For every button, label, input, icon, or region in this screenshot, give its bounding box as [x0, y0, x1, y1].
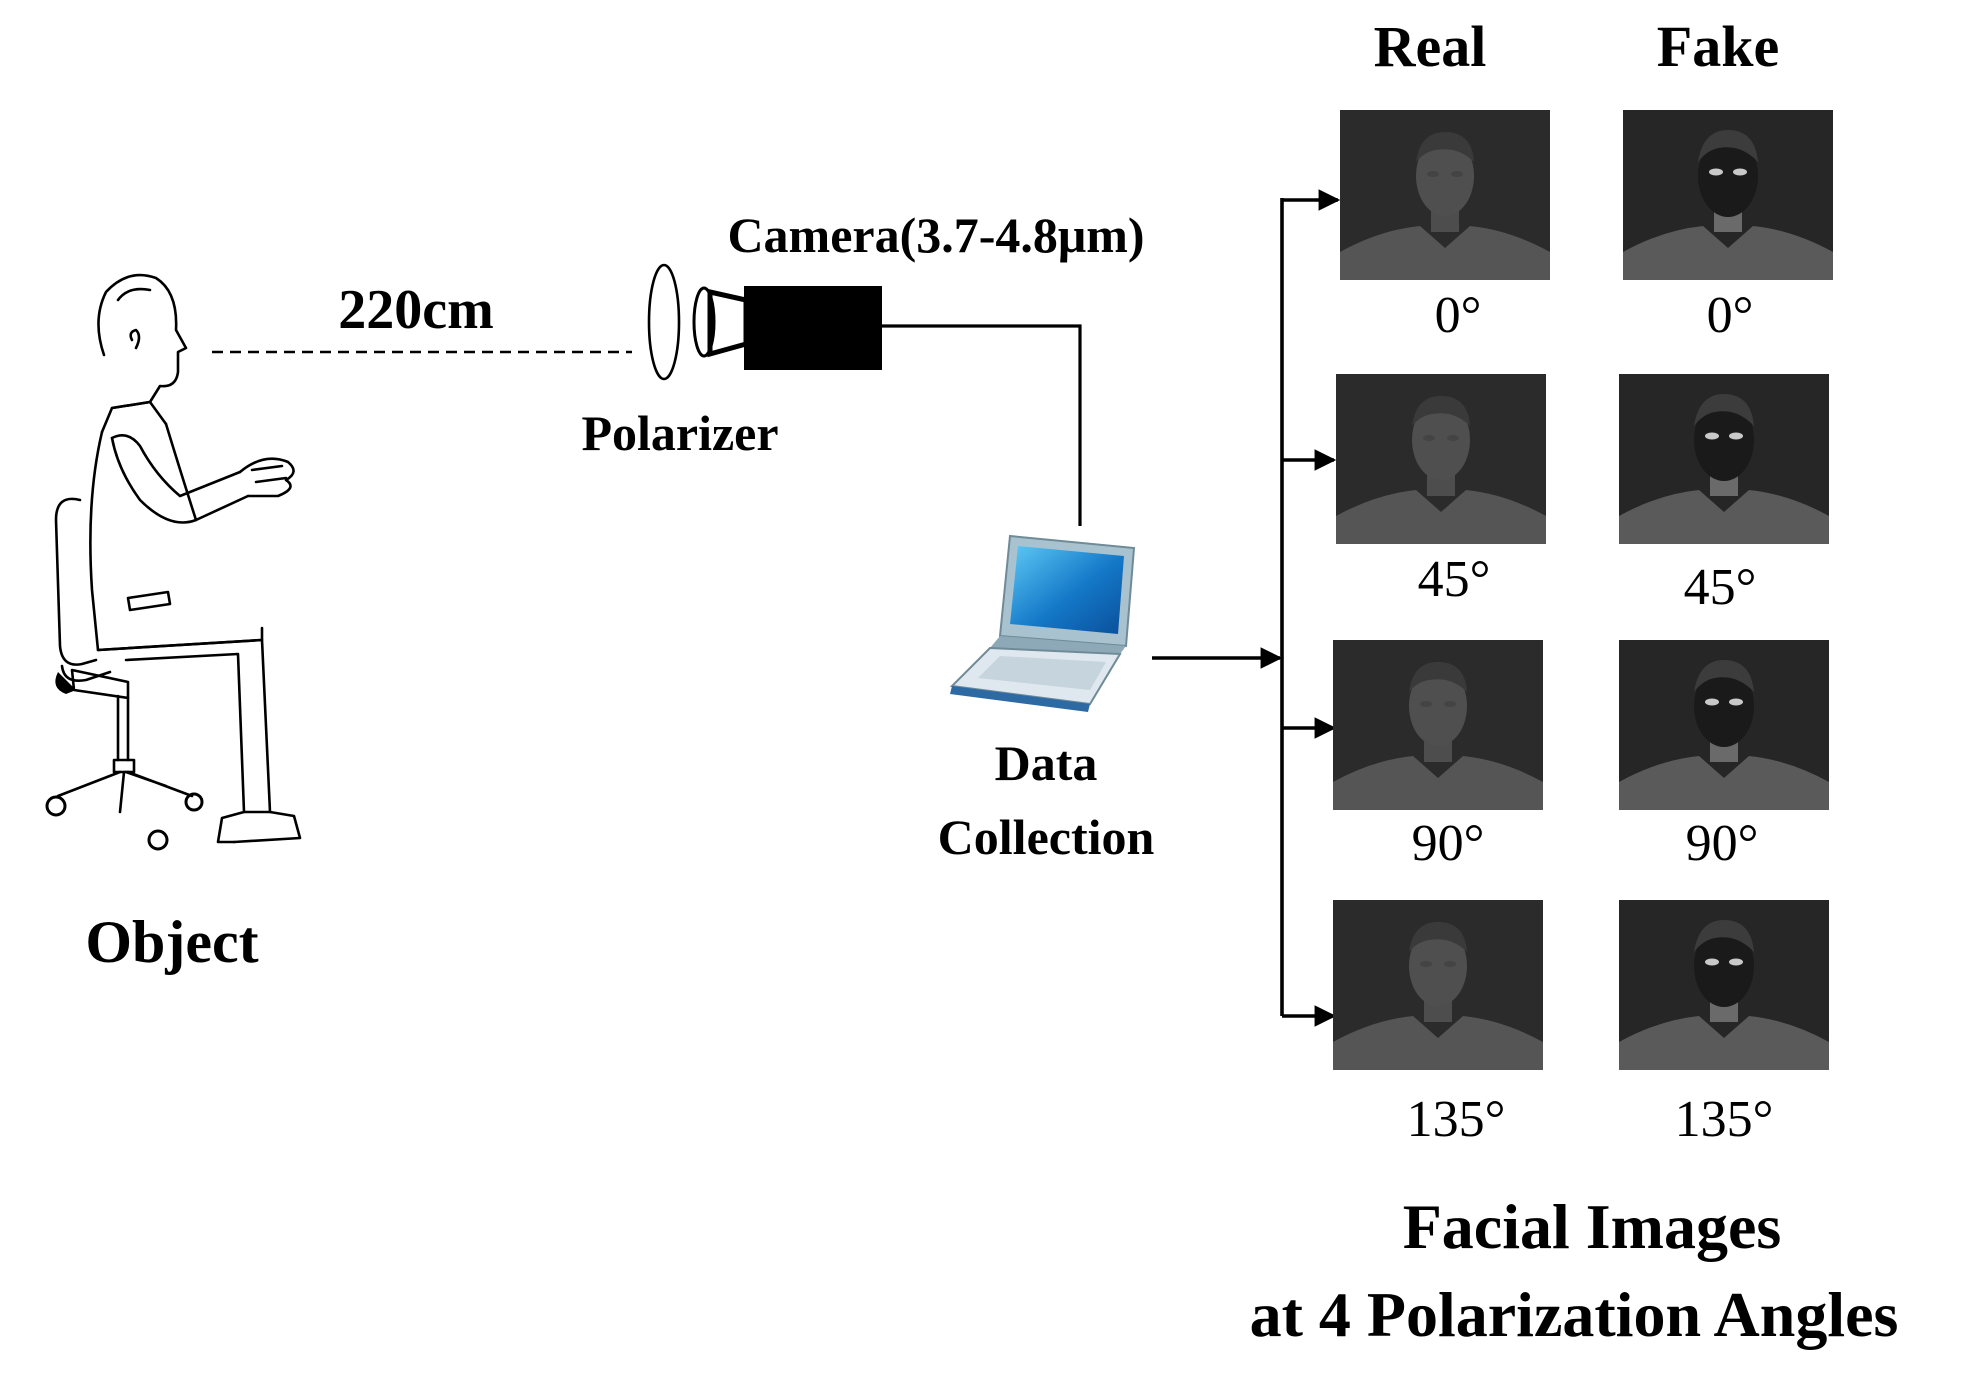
- angle-label-real-135: 135°: [1407, 1091, 1506, 1148]
- column-header-real: Real: [1374, 14, 1487, 79]
- angle-label-fake-45: 45°: [1684, 559, 1757, 616]
- angle-label-real-45: 45°: [1418, 551, 1491, 608]
- polarizer-label: Polarizer: [581, 405, 778, 461]
- angle-label-fake-135: 135°: [1675, 1091, 1774, 1148]
- camera-cable: [882, 324, 1082, 526]
- angle-label-fake-90: 90°: [1686, 815, 1759, 872]
- camera-icon: [692, 286, 882, 370]
- data-collection-label-line1: Data: [995, 735, 1098, 791]
- real-image-135: [1333, 900, 1543, 1070]
- distance-label: 220cm: [338, 279, 494, 341]
- real-image-45: [1336, 374, 1546, 544]
- real-image-90: [1333, 640, 1543, 810]
- seated-person-icon: [54, 273, 302, 844]
- angle-label-real-0: 0°: [1435, 287, 1482, 344]
- fake-image-135: [1619, 900, 1829, 1070]
- caption-line2: at 4 Polarization Angles: [1250, 1279, 1899, 1350]
- object-label: Object: [85, 909, 258, 975]
- fake-image-45: [1619, 374, 1829, 544]
- data-collection-label-line2: Collection: [938, 809, 1155, 865]
- caption-line1: Facial Images: [1403, 1191, 1782, 1262]
- chair-wheels: [45, 792, 204, 851]
- laptop-icon: [949, 534, 1136, 712]
- real-image-0: [1340, 110, 1550, 280]
- column-header-fake: Fake: [1657, 14, 1779, 79]
- fake-image-0: [1623, 110, 1833, 280]
- angle-label-fake-0: 0°: [1707, 287, 1754, 344]
- camera-label: Camera(3.7-4.8μm): [727, 207, 1144, 263]
- fake-image-90: [1619, 640, 1829, 810]
- chair-cushion-shadow: [55, 672, 76, 694]
- angle-label-real-90: 90°: [1412, 815, 1485, 872]
- polarizer-icon: [647, 263, 681, 381]
